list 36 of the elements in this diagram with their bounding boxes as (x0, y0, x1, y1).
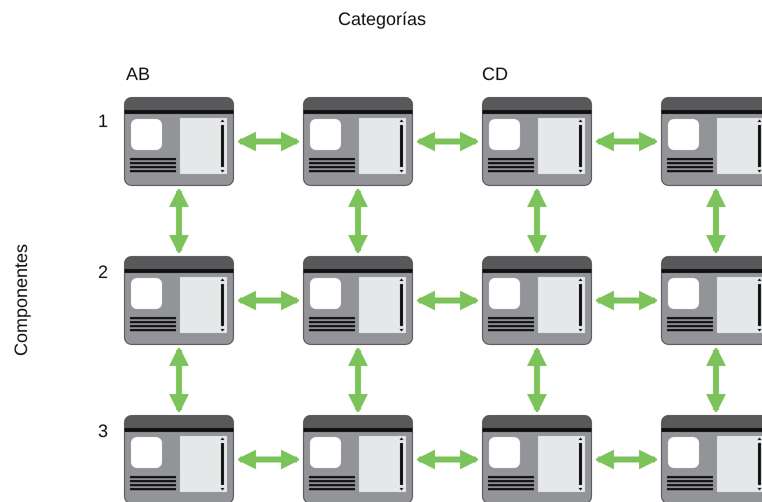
double-arrow (416, 450, 479, 470)
double-arrow (706, 347, 726, 413)
window-drawing (303, 256, 413, 345)
window-drawing (303, 415, 413, 502)
double-arrow (595, 290, 658, 310)
row-label: 3 (98, 422, 108, 440)
column-label: AB (126, 65, 150, 83)
double-arrow (237, 132, 300, 152)
double-arrow (348, 188, 368, 254)
double-arrow (595, 450, 658, 470)
double-arrow (595, 132, 658, 152)
window-drawing (124, 256, 234, 345)
window-drawing (482, 415, 592, 502)
row-label: 1 (98, 112, 108, 130)
window-drawing (303, 97, 413, 186)
row-label: 2 (98, 263, 108, 281)
window-drawing (482, 256, 592, 345)
double-arrow (348, 347, 368, 413)
double-arrow (237, 290, 300, 310)
double-arrow (527, 347, 547, 413)
window-drawing (661, 97, 762, 186)
double-arrow (527, 188, 547, 254)
window-drawing (661, 256, 762, 345)
double-arrow (706, 188, 726, 254)
title: Categorías (338, 10, 426, 28)
window-drawing (661, 415, 762, 502)
window-drawing (124, 415, 234, 502)
column-label: CD (482, 65, 508, 83)
window-drawing (124, 97, 234, 186)
double-arrow (237, 450, 300, 470)
double-arrow (416, 290, 479, 310)
double-arrow (169, 188, 189, 254)
window-drawing (482, 97, 592, 186)
double-arrow (169, 347, 189, 413)
double-arrow (416, 132, 479, 152)
axis-label: Componentes (12, 244, 30, 356)
